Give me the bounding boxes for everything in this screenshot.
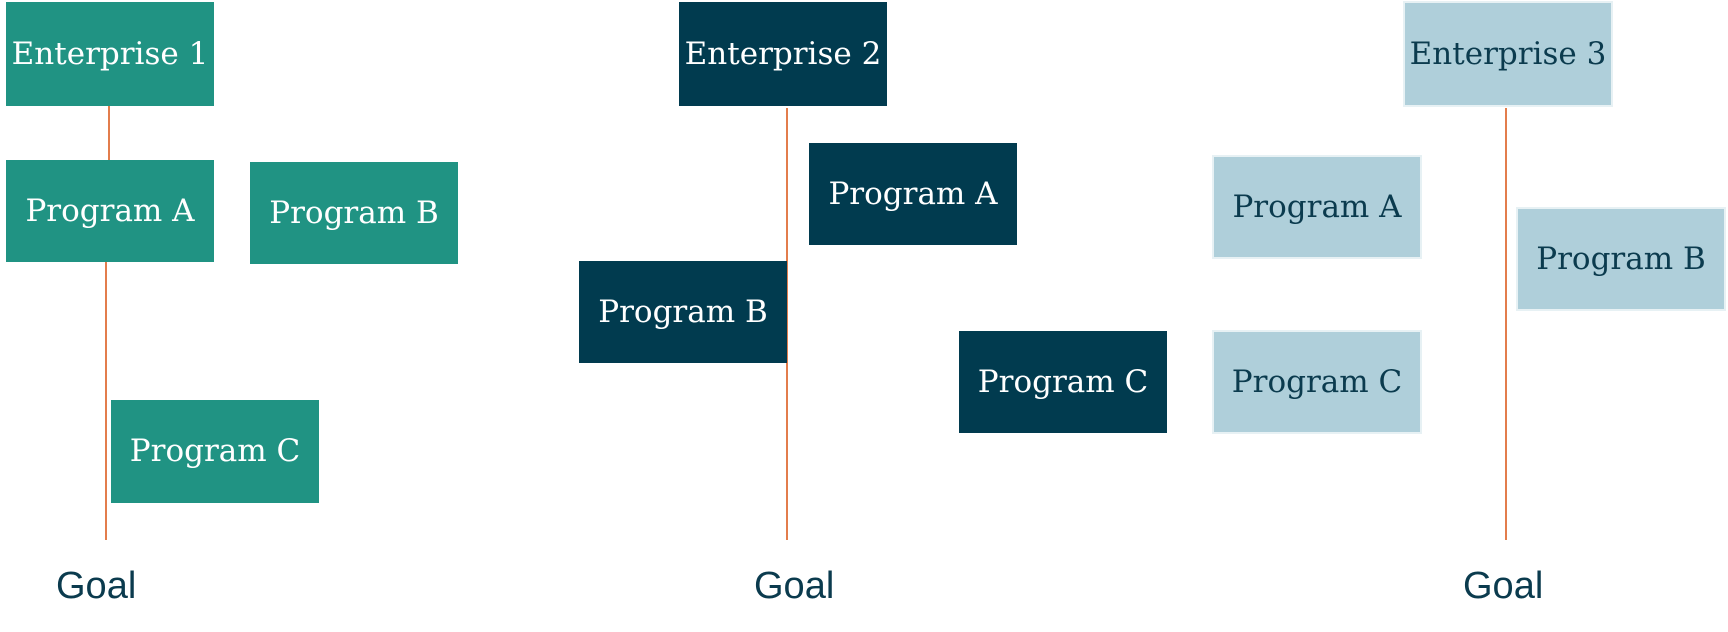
enterprise-3-program-c-box: Program C	[1212, 330, 1422, 434]
enterprise-1-goal-label: Goal	[56, 565, 137, 607]
enterprise-1-program-a-box: Program A	[6, 160, 214, 262]
enterprise-2-program-b-box: Program B	[579, 261, 787, 363]
enterprise-3-program-b-box: Program B	[1516, 207, 1726, 311]
enterprise-3-goal-label: Goal	[1463, 565, 1544, 607]
enterprise-3-goal-line	[1505, 108, 1507, 540]
enterprise-2-program-c-box: Program C	[959, 331, 1167, 433]
enterprise-2-goal-label: Goal	[754, 565, 835, 607]
enterprise-2-box: Enterprise 2	[679, 2, 887, 106]
enterprise-2-program-a-box: Program A	[809, 143, 1017, 245]
enterprise-1-program-b-box: Program B	[250, 162, 458, 264]
enterprise-1-program-c-box: Program C	[111, 400, 319, 503]
enterprise-2-goal-line	[786, 108, 788, 540]
enterprise-1-goal-line	[105, 262, 107, 540]
enterprise-1-connector-line	[108, 106, 110, 160]
enterprise-3-program-a-box: Program A	[1212, 155, 1422, 259]
enterprise-3-box: Enterprise 3	[1403, 1, 1613, 107]
enterprise-1-box: Enterprise 1	[6, 2, 214, 106]
